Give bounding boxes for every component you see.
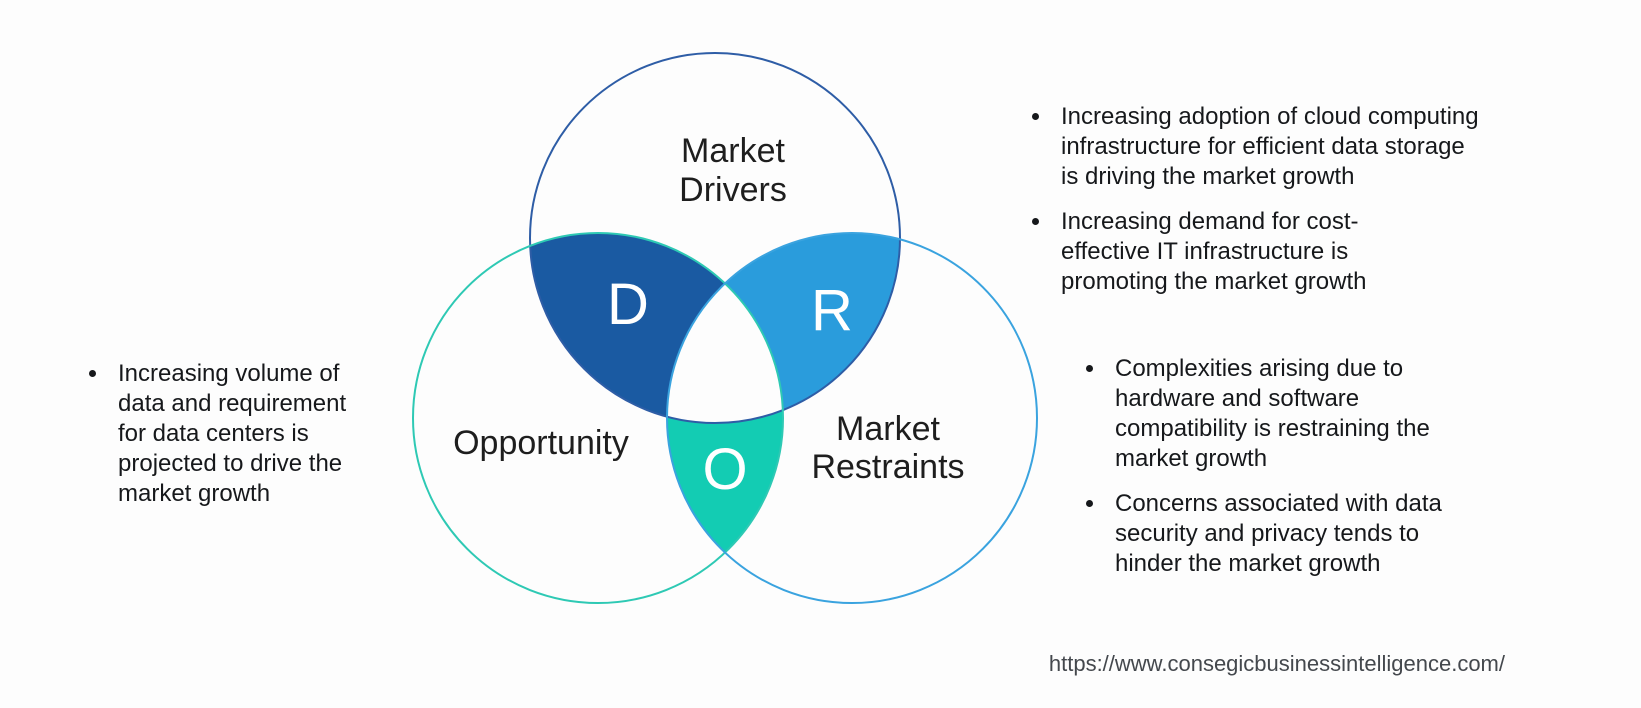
note-text: Concerns associated with data security a… [1115,490,1442,577]
list-item: Increasing demand for cost- effective IT… [1032,207,1542,297]
letter-d: D [607,272,649,337]
label-market-restraints: Market Restraints [811,410,965,486]
bullet-dot [89,370,96,377]
list-item: Increasing adoption of cloud computing i… [1032,102,1542,192]
notes-market-drivers: Increasing adoption of cloud computing i… [1032,102,1542,297]
bullet-dot [1032,218,1039,225]
list-item: Concerns associated with data security a… [1086,489,1516,579]
list-item: Complexities arising due to hardware and… [1086,354,1516,474]
note-text: Increasing demand for cost- effective IT… [1061,208,1367,295]
list-item: Increasing volume of data and requiremen… [89,359,389,509]
circle-opportunity [412,232,784,604]
note-text: Increasing volume of data and requiremen… [118,360,347,507]
circle-market-restraints [666,232,1038,604]
bullet-dot [1086,500,1093,507]
source-url: https://www.consegicbusinessintelligence… [1048,651,1505,676]
notes-opportunity: Increasing volume of data and requiremen… [89,359,389,509]
notes-market-restraints: Complexities arising due to hardware and… [1086,354,1516,579]
note-text: Increasing adoption of cloud computing i… [1061,103,1479,190]
bullet-dot [1086,365,1093,372]
letter-r: R [811,278,853,343]
label-market-drivers: Market Drivers [679,132,787,209]
label-opportunity: Opportunity [453,424,629,462]
letter-o: O [702,437,747,502]
bullet-dot [1032,113,1039,120]
circle-market-drivers [529,52,901,424]
note-text: Complexities arising due to hardware and… [1115,355,1430,472]
